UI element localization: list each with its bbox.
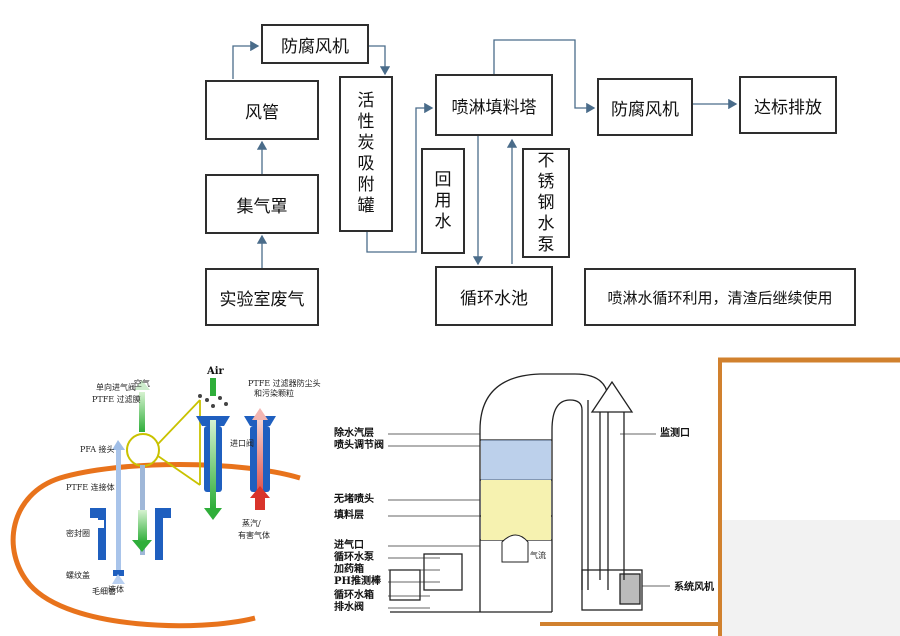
carbon-char: 活	[357, 91, 375, 111]
liquid-label: 液体	[108, 584, 124, 594]
reuse-char: 用	[434, 190, 452, 211]
carbon-char: 性	[357, 112, 375, 132]
nozzle-label: 无堵喷头	[333, 492, 374, 505]
orange-arc	[10, 462, 301, 629]
pfa-label: PFA 接头	[80, 444, 115, 454]
pool-box: 循环水池	[435, 266, 553, 326]
harmful-gas-label: 有害气体	[238, 530, 270, 540]
seal-label: 密封圈	[66, 528, 90, 538]
ptfe-right-label: PTFE 过滤器防尘头	[248, 378, 321, 388]
packing-label: 填料层	[334, 508, 364, 521]
reuse-char: 回	[434, 169, 452, 190]
zoom-circle	[126, 433, 160, 467]
fan-top-box: 防腐风机	[261, 24, 369, 64]
pump-char: 水	[537, 213, 555, 234]
tank-label: 循环水箱	[334, 588, 374, 601]
pump-char: 锈	[537, 171, 555, 192]
steam-label: 蒸汽/	[242, 518, 261, 528]
airflow-label: 气流	[530, 550, 546, 560]
carbon-char: 附	[357, 175, 375, 195]
hood-box: 集气罩	[205, 174, 319, 234]
emission-box: 达标排放	[739, 76, 837, 134]
inlet-valve-label: 进口阀	[230, 439, 254, 448]
carbon-char: 吸	[357, 154, 375, 174]
ptfe-conn-label: PTFE 连接体	[66, 482, 115, 492]
green-down-arrow	[132, 540, 152, 552]
right-bracket	[155, 508, 171, 560]
check-valve-label: 单向进气阀	[96, 382, 136, 392]
pump-label: 循环水泵	[334, 550, 375, 563]
capillary-label: 毛细管	[92, 586, 116, 596]
fan-right-box: 防腐风机	[597, 78, 693, 136]
air-top-label: 空气	[134, 378, 150, 388]
demister-label: 除水汽层	[334, 426, 374, 439]
valve-diagram: 空气 液体 Air 单向进气阀 PTFE 过滤膜 PTFE 过滤器防尘头 和污染…	[10, 366, 321, 629]
waste-gas-label: 实验室废气	[219, 289, 305, 310]
tower-diagram: 气流 除水汽层 喷头调节阀 无堵喷头 填料层 进气口 循环水泵 加药箱 PH推测…	[333, 357, 900, 636]
monitor-label: 监测口	[660, 426, 690, 439]
waste-gas-box: 实验室废气	[205, 268, 319, 326]
pool-label: 循环水池	[460, 288, 528, 309]
duct-box: 风管	[205, 80, 319, 140]
note-box: 喷淋水循环利用，清渣后继续使用	[584, 268, 856, 326]
carbon-tank-box: 活 性 炭 吸 附 罐	[339, 76, 393, 232]
pump-box: 不 锈 钢 水 泵	[522, 148, 570, 258]
dosing-label: 加药箱	[333, 562, 364, 575]
reuse-char: 水	[434, 211, 452, 232]
ph-label: PH推测棒	[334, 574, 382, 587]
ptfe-film-label: PTFE 过滤膜	[92, 394, 141, 404]
carbon-char: 罐	[357, 196, 375, 216]
inlet-label: 进气口	[334, 538, 364, 551]
flow-connectors	[232, 39, 738, 268]
nozzle-valve-label: 喷头调节阀	[334, 438, 384, 451]
fan-top-label: 防腐风机	[281, 36, 349, 57]
emission-label: 达标排放	[754, 97, 822, 118]
air-label: Air	[206, 366, 225, 377]
spray-tower-box: 喷淋填料塔	[435, 74, 553, 136]
fan-right-label: 防腐风机	[611, 99, 679, 120]
cap-label: 螺纹盖	[66, 570, 90, 580]
pump-char: 钢	[537, 192, 555, 213]
ptfe-right2-label: 和污染颗粒	[254, 388, 294, 398]
pump-char: 泵	[537, 234, 555, 255]
reuse-water-box: 回 用 水	[421, 148, 465, 254]
duct-label: 风管	[245, 102, 279, 123]
pump-char: 不	[537, 150, 555, 171]
drain-label: 排水阀	[334, 600, 364, 613]
hood-label: 集气罩	[236, 196, 288, 217]
system-fan-label: 系统风机	[674, 580, 714, 593]
spray-tower-label: 喷淋填料塔	[451, 97, 537, 118]
carbon-char: 炭	[357, 133, 375, 153]
left-bracket	[90, 508, 106, 560]
note-label: 喷淋水循环利用，清渣后继续使用	[607, 288, 833, 307]
